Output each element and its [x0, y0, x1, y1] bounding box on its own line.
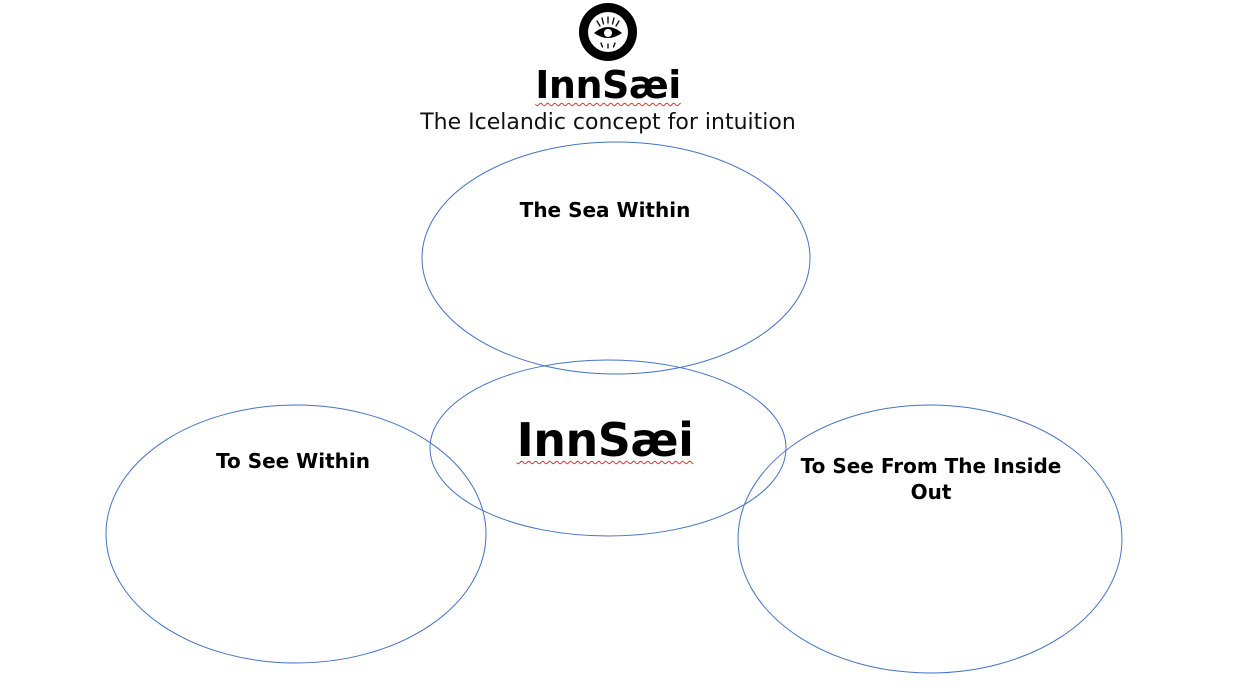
center-circle-label-wrap: InnSæi — [470, 410, 740, 470]
top-circle — [421, 141, 811, 375]
left-circle — [105, 404, 487, 664]
right-circle-label: To See From The Inside Out — [800, 454, 1062, 504]
page-title-text: InnSæi — [535, 63, 681, 107]
page-title: InnSæi — [0, 62, 1216, 108]
top-circle-label: The Sea Within — [519, 198, 691, 222]
page-subtitle: The Icelandic concept for intuition — [420, 110, 796, 135]
center-circle — [429, 359, 787, 537]
right-circle — [737, 404, 1123, 674]
eye-icon — [579, 3, 637, 61]
center-circle-label: InnSæi — [516, 413, 694, 467]
left-circle-label: To See Within — [216, 449, 370, 473]
